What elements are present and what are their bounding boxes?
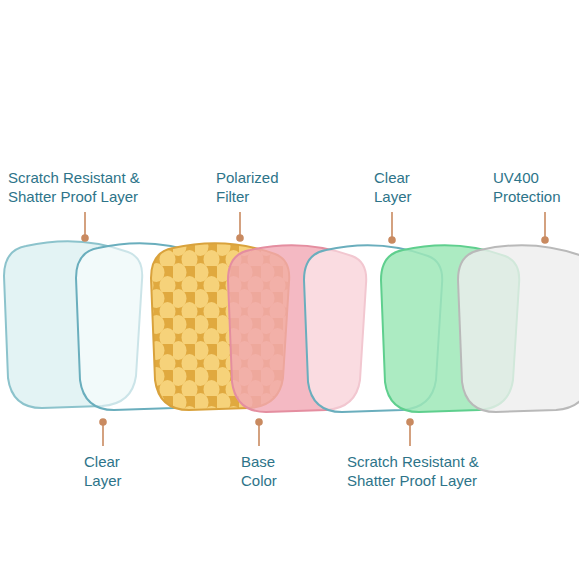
layer-label: Polarized Filter xyxy=(216,168,306,206)
layer-label: UV400 Protection xyxy=(493,168,575,206)
layer-label: Scratch Resistant & Shatter Proof Layer xyxy=(8,168,173,206)
layer-label: Clear Layer xyxy=(84,452,146,490)
layer-label: Clear Layer xyxy=(374,168,436,206)
layer-label: Scratch Resistant & Shatter Proof Layer xyxy=(347,452,517,490)
leader-lines xyxy=(82,212,548,446)
layer-label: Base Color xyxy=(241,452,303,490)
lens-layer xyxy=(458,245,579,412)
